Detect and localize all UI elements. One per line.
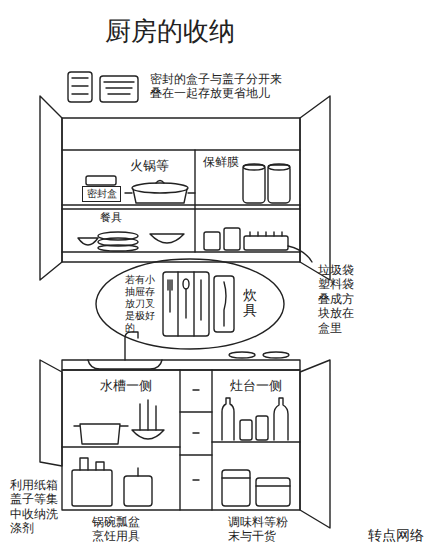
note-label: 垃圾袋塑料袋叠成方块放在盒里 <box>318 263 354 335</box>
cutlery-drawer <box>200 280 201 320</box>
small-containers <box>250 232 282 236</box>
detergent-bottles <box>137 468 138 476</box>
node-text: 若有小抽屉存放刀叉是极好的 <box>125 274 155 334</box>
note-label: 灶台一侧 <box>230 378 282 394</box>
upper-cabinet <box>62 205 300 209</box>
plates-bowls <box>150 234 184 243</box>
counter <box>62 360 300 370</box>
detergent-bottles <box>80 458 104 470</box>
container-icon <box>100 76 138 102</box>
seasoning-bottles <box>222 478 290 486</box>
plates-bowls <box>98 245 138 251</box>
pots <box>132 430 164 439</box>
hotpot <box>125 181 195 204</box>
tip-oval: 若有小抽屉存放刀叉是极好的 炊具 <box>95 258 285 350</box>
container-icon <box>104 82 134 94</box>
cutlery-drawer <box>163 272 209 336</box>
note-label: 转点网络 <box>368 527 424 544</box>
leader-line <box>288 246 312 262</box>
lower-cabinet <box>300 360 330 528</box>
sealed-box <box>86 176 116 185</box>
seasoning-bottles <box>222 398 234 440</box>
plates-bowls <box>78 232 184 251</box>
seasoning-bottles <box>256 416 268 440</box>
cutlery-drawer <box>224 282 226 326</box>
node-heading: 炊具 <box>243 288 257 319</box>
upper-cabinet <box>62 118 300 262</box>
container-icon <box>68 72 138 102</box>
pots <box>140 400 156 430</box>
lower-cabinet <box>62 370 300 510</box>
lower-cabinet <box>40 360 62 466</box>
hotpot <box>132 183 188 193</box>
container-icon <box>72 78 88 94</box>
lower-cabinet <box>180 370 212 510</box>
wrap-roll <box>243 164 265 170</box>
label-box: 密封盒 <box>82 186 121 202</box>
wrap-roll <box>268 164 290 170</box>
counter <box>62 332 300 370</box>
upper-cabinet <box>40 96 62 280</box>
upper-cabinet <box>194 150 195 252</box>
hotpot <box>156 181 164 184</box>
cutlery-drawer <box>163 272 234 336</box>
lower-cabinet <box>40 360 330 528</box>
upper-cabinet <box>62 149 300 150</box>
hotpot <box>133 189 187 203</box>
note-label: 锅碗瓢盆烹饪用具 <box>92 515 140 544</box>
small-containers <box>244 236 288 250</box>
note-label: 水槽一侧 <box>100 378 152 394</box>
node-text: 密封盒 <box>87 188 117 200</box>
counter <box>88 360 162 369</box>
note-label: 餐具 <box>100 211 122 224</box>
hotpot <box>125 192 195 193</box>
cutlery-drawer <box>178 272 194 336</box>
seasoning-bottles <box>274 398 288 440</box>
note-label: 调味料等粉末与干货 <box>228 515 288 544</box>
wrap-roll <box>268 165 290 203</box>
sealed-box <box>86 176 116 185</box>
counter <box>125 332 138 360</box>
cutlery-drawer <box>185 289 186 318</box>
cutlery-drawer <box>168 280 172 312</box>
detergent-bottles <box>72 470 112 506</box>
container-icon <box>68 72 92 102</box>
wrap-roll <box>243 164 290 203</box>
detergent-bottles <box>72 458 152 506</box>
lower-cabinet <box>193 390 199 480</box>
note-label: 保鲜膜 <box>203 155 239 169</box>
seasoning-bottles <box>222 398 290 506</box>
note-label: 密封的盒子与盖子分开来叠在一起存放更省地儿 <box>150 72 282 101</box>
pots <box>74 400 164 444</box>
seasoning-bottles <box>240 420 252 440</box>
upper-cabinet <box>300 96 330 280</box>
counter <box>263 352 289 358</box>
note-label: 利用纸箱盖子等集中收纳洗涤剂 <box>10 478 58 536</box>
cutlery-drawer <box>214 276 234 332</box>
cutlery-drawer <box>183 279 189 289</box>
small-containers <box>204 228 288 250</box>
seasoning-bottles <box>222 470 250 506</box>
upper-cabinet <box>62 251 300 252</box>
upper-cabinet <box>40 96 330 280</box>
small-containers <box>224 228 240 250</box>
wrap-roll <box>243 165 265 203</box>
title: 厨房的收纳 <box>105 16 235 47</box>
detergent-bottles <box>124 476 152 506</box>
pots <box>74 424 128 444</box>
plates-bowls <box>78 238 98 245</box>
note-label: 火锅等 <box>130 158 169 174</box>
small-containers <box>204 232 220 250</box>
leader-line <box>288 246 312 262</box>
seasoning-bottles <box>256 478 290 506</box>
oval-outline <box>96 259 284 349</box>
counter <box>229 352 255 358</box>
